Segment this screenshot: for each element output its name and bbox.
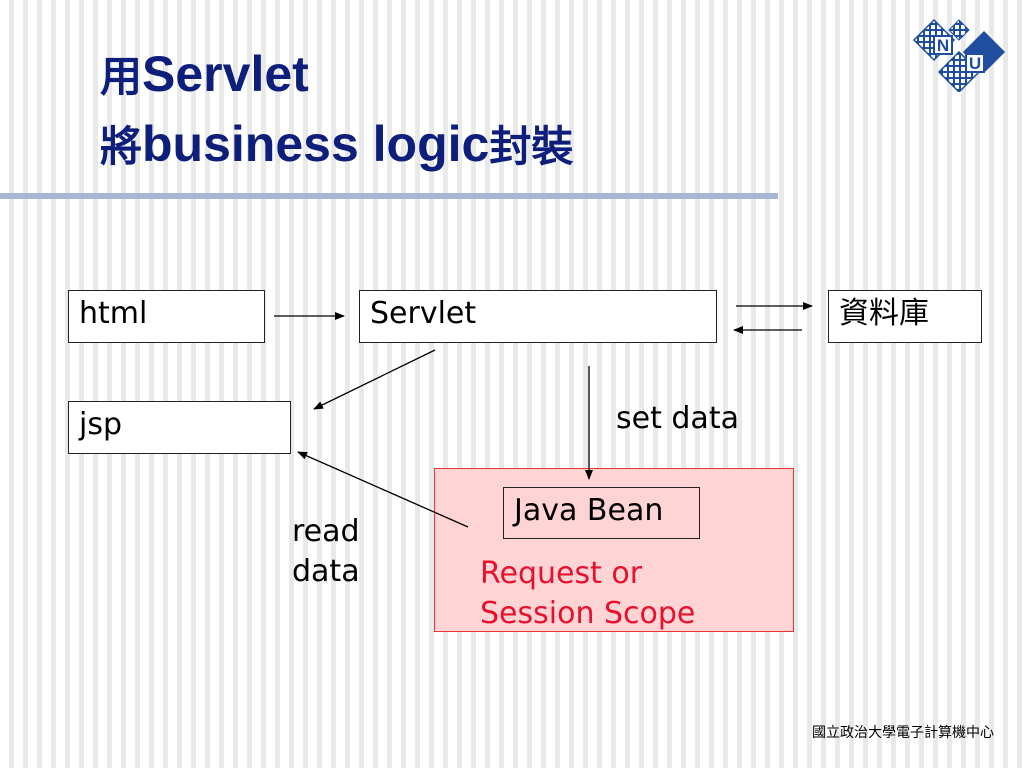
logo-letter-n: N: [937, 36, 949, 55]
scope-label: Request or Session Scope: [480, 556, 696, 631]
jsp-box: jsp: [68, 401, 291, 454]
title-underline-rule: [0, 193, 778, 199]
java-bean-box: Java Bean: [503, 487, 700, 539]
slide-title-line-1: 用Servlet: [100, 44, 309, 107]
servlet-box: Servlet: [359, 290, 717, 343]
university-logo-icon: N U: [912, 18, 1006, 92]
title-servlet: Servlet: [142, 46, 309, 102]
title-cjk-will: 將: [100, 122, 143, 171]
database-box: 資料庫: [828, 290, 982, 343]
slide-title-line-2: 將business logic封裝: [100, 114, 573, 177]
arrow-servlet-to-jsp: [313, 349, 436, 410]
read-data-label: read data: [292, 514, 360, 589]
footer-organization-text: 國立政治大學電子計算機中心: [812, 725, 994, 741]
arrow-scope-to-jsp: [297, 451, 469, 528]
html-box: html: [68, 290, 265, 343]
title-business-logic: business logic: [142, 116, 490, 172]
set-data-label: set data: [616, 401, 739, 436]
title-cjk-use: 用: [100, 52, 143, 101]
title-cjk-encapsulate: 封裝: [489, 122, 574, 171]
logo-letter-u: U: [969, 54, 981, 73]
